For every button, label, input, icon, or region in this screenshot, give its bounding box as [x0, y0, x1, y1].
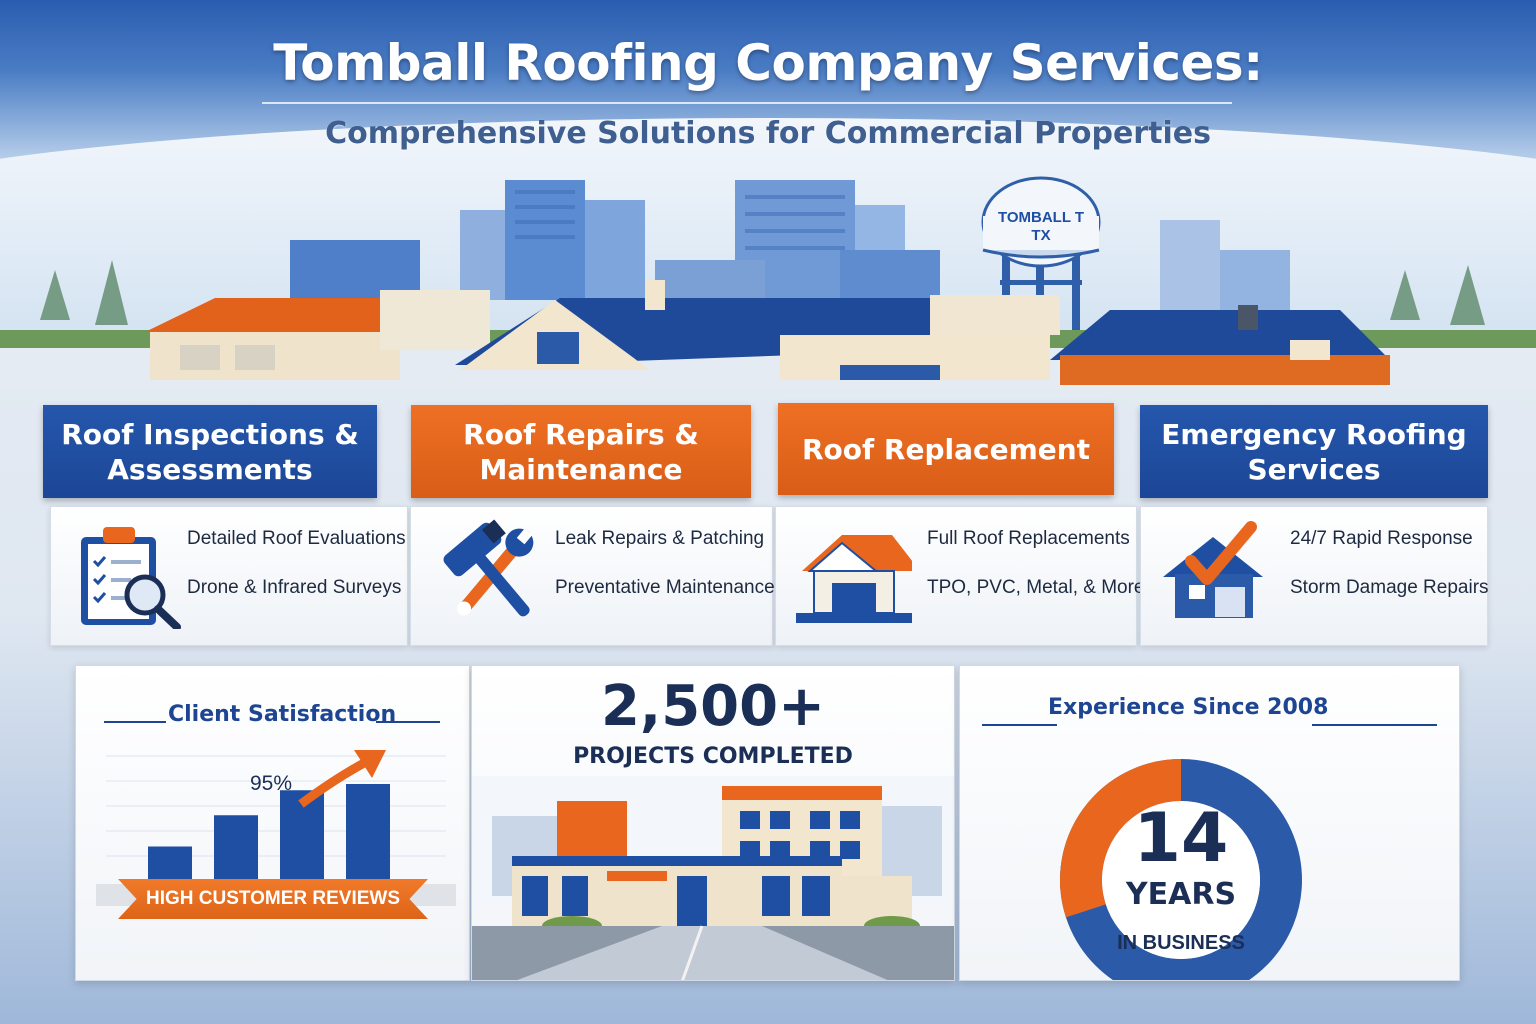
- service-card-replacement: Full Roof Replacements TPO, PVC, Metal, …: [775, 506, 1145, 646]
- experience-donut-chart: 14 YEARS IN BUSINESS: [1060, 759, 1302, 980]
- heading-rule-left: [104, 721, 166, 723]
- service-item: Full Roof Replacements: [927, 528, 1130, 549]
- house-roof-icon: [796, 535, 912, 623]
- service-card-inspections: Detailed Roof Evaluations Drone & Infrar…: [50, 506, 408, 646]
- office-building-illustration: [472, 776, 954, 980]
- service-item: Storm Damage Repairs: [1290, 577, 1489, 598]
- satisfaction-heading: Client Satisfaction: [168, 702, 397, 727]
- service-title-emergency: Emergency Roofing Services: [1140, 405, 1488, 498]
- service-title-replacement: Roof Replacement: [778, 403, 1114, 495]
- service-title-text: Roof Repairs & Maintenance: [463, 417, 699, 486]
- svg-text:TX: TX: [1031, 227, 1050, 244]
- heading-rule-right: [1312, 724, 1437, 726]
- service-title-text: Emergency Roofing Services: [1161, 417, 1467, 486]
- customer-reviews-ribbon: HIGH CUSTOMER REVIEWS: [118, 879, 428, 919]
- page-title: Tomball Roofing Company Services:: [273, 34, 1263, 92]
- service-item: Detailed Roof Evaluations: [187, 528, 406, 549]
- service-item: Drone & Infrared Surveys: [187, 577, 402, 598]
- stat-panel-satisfaction: Client Satisfaction 95% HIGH CUSTOMER RE…: [75, 665, 470, 981]
- years-number: 14: [1134, 799, 1229, 878]
- hammer-wrench-icon: [443, 519, 534, 617]
- stat-panel-projects: 2,500+ PROJECTS COMPLETED: [471, 665, 955, 981]
- heading-rule-left: [982, 724, 1057, 726]
- satisfaction-bar: [148, 846, 192, 884]
- service-title-text: Roof Replacement: [801, 432, 1091, 466]
- city-skyline-illustration: TOMBALL T TX: [0, 176, 1536, 390]
- in-business-label: IN BUSINESS: [1117, 932, 1245, 954]
- heading-rule-right: [376, 721, 440, 723]
- service-item: Preventative Maintenance: [555, 577, 775, 598]
- trend-arrow-icon: [354, 750, 386, 778]
- title-divider: [262, 102, 1232, 104]
- projects-count: 2,500+: [600, 674, 826, 739]
- service-item: TPO, PVC, Metal, & More: [927, 577, 1145, 598]
- hero-banner: TOMBALL T TX Tomball Roofing Company Ser…: [0, 0, 1536, 390]
- years-label: YEARS: [1125, 877, 1236, 912]
- house-check-icon: [1163, 521, 1263, 618]
- clipboard-magnifier-icon: [81, 527, 181, 629]
- service-item: 24/7 Rapid Response: [1290, 528, 1473, 549]
- stat-panel-experience: Experience Since 2008 14 YEARS IN BUSINE…: [959, 665, 1460, 981]
- experience-heading: Experience Since 2008: [1048, 695, 1329, 720]
- satisfaction-bar: [214, 815, 258, 884]
- svg-text:TOMBALL T: TOMBALL T: [998, 209, 1084, 226]
- service-card-emergency: 24/7 Rapid Response Storm Damage Repairs: [1140, 506, 1489, 646]
- service-item: Leak Repairs & Patching: [555, 528, 765, 549]
- satisfaction-value-label: 95%: [250, 772, 292, 795]
- service-title-repairs: Roof Repairs & Maintenance: [411, 405, 751, 498]
- service-title-text: Roof Inspections & Assessments: [61, 417, 359, 486]
- service-card-repairs: Leak Repairs & Patching Preventative Mai…: [410, 506, 775, 646]
- satisfaction-bar: [280, 790, 324, 884]
- donut-orange-segment: [1060, 759, 1182, 918]
- projects-label: PROJECTS COMPLETED: [573, 744, 853, 769]
- page-subtitle: Comprehensive Solutions for Commercial P…: [325, 116, 1211, 151]
- satisfaction-bar: [346, 784, 390, 884]
- service-title-inspections: Roof Inspections & Assessments: [43, 405, 377, 498]
